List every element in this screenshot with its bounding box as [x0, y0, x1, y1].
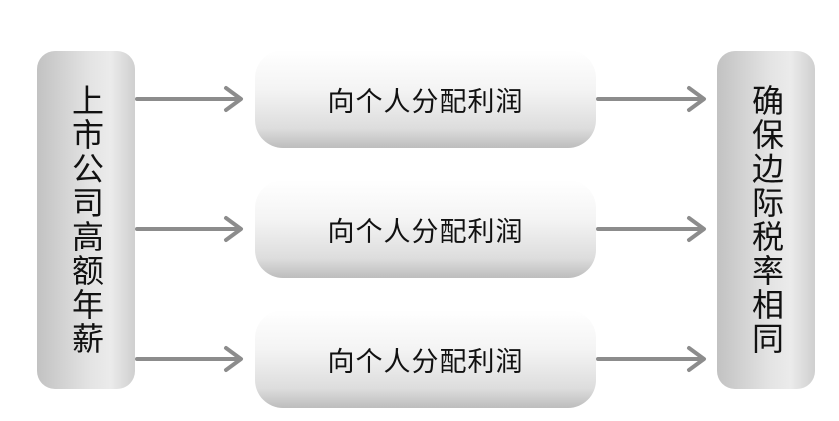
middle-box-1: 向个人分配利润	[255, 50, 596, 148]
middle-box-2: 向个人分配利润	[255, 180, 596, 278]
middle-box-3: 向个人分配利润	[255, 310, 596, 408]
middle-box-3-label: 向个人分配利润	[327, 346, 524, 378]
arrow-left-to-middle-3	[135, 346, 243, 372]
left-source-box: 上市公司高额年薪	[37, 51, 135, 389]
left-box-label: 上市公司高额年薪	[67, 84, 105, 356]
right-box-label: 确保边际税率相同	[747, 84, 785, 356]
arrow-left-to-middle-1	[135, 86, 243, 112]
arrow-middle-1-to-right	[596, 86, 706, 112]
arrow-left-to-middle-2	[135, 216, 243, 242]
arrow-middle-2-to-right	[596, 216, 706, 242]
middle-box-2-label: 向个人分配利润	[327, 216, 524, 248]
arrow-middle-3-to-right	[596, 346, 706, 372]
right-target-box: 确保边际税率相同	[717, 51, 815, 389]
middle-box-1-label: 向个人分配利润	[327, 86, 524, 118]
